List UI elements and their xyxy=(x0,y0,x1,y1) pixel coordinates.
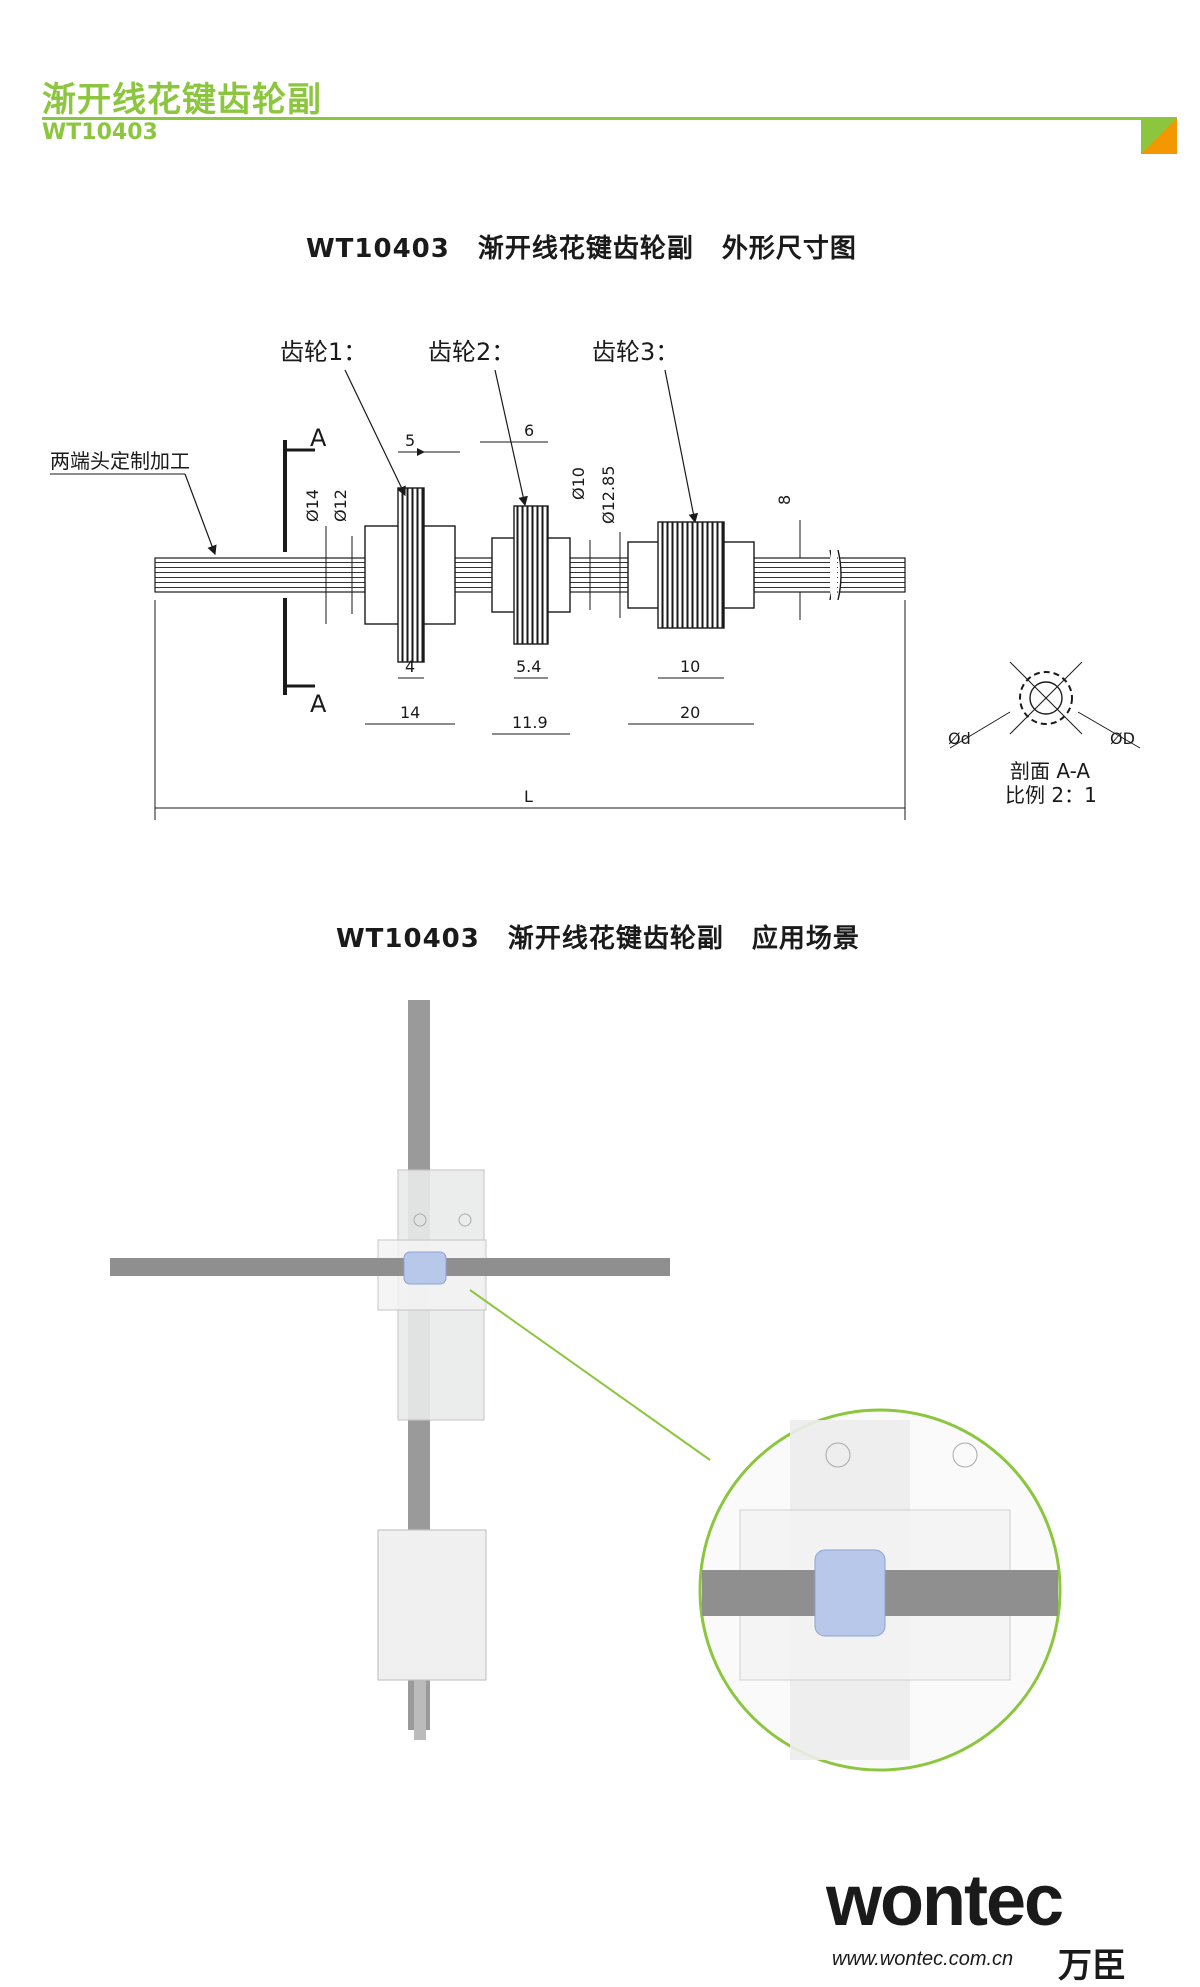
dim-width-54: 5.4 xyxy=(516,657,541,676)
dim-dia-12: Ø12 xyxy=(331,489,350,522)
dim-width-119: 11.9 xyxy=(512,713,548,732)
application-title-suffix: 应用场景 xyxy=(751,924,860,954)
brand-logo: wontec xyxy=(826,1861,1064,1941)
gear2-teeth xyxy=(513,505,549,645)
section-mark-bottom: A xyxy=(310,690,327,718)
header-corner-triangle xyxy=(1141,118,1177,154)
shaft-tip xyxy=(414,1680,426,1740)
dim-width-20: 20 xyxy=(680,703,700,722)
application-illustration xyxy=(110,1000,1062,1772)
section-mark-top: A xyxy=(310,424,327,452)
dim-dia-1285: Ø12.85 xyxy=(599,466,618,524)
gear-blue xyxy=(403,1251,447,1285)
drawing-title-suffix: 外形尺寸图 xyxy=(721,234,857,264)
page-title: 渐开线花键齿轮副 xyxy=(42,80,322,120)
section-label-bigd: ØD xyxy=(1110,729,1135,748)
section-label-d: Ød xyxy=(948,729,971,748)
page-code: WT10403 xyxy=(42,120,158,145)
dim-width-5: 5 xyxy=(405,431,415,450)
dim-length-l: L xyxy=(524,787,533,806)
dim-width-10: 10 xyxy=(680,657,700,676)
dim-width-6: 6 xyxy=(524,421,534,440)
motor-block xyxy=(377,1529,487,1681)
dim-dia-14: Ø14 xyxy=(303,489,322,522)
spline-shaft-illustration xyxy=(110,1258,670,1276)
brand-cn-name: 万臣 xyxy=(1058,1946,1126,1986)
gear1-teeth xyxy=(397,487,425,663)
section-name: 剖面 A-A xyxy=(1010,759,1090,783)
section-view-aa: Ød ØD 剖面 A-A 比例 2：1 xyxy=(948,661,1141,807)
gear3-teeth xyxy=(657,521,725,629)
drawing-title-code: WT10403 xyxy=(306,234,450,264)
drawing-title: WT10403 渐开线花键齿轮副外形尺寸图 xyxy=(306,228,885,265)
dim-dia-10: Ø10 xyxy=(569,467,588,500)
application-title: WT10403 渐开线花键齿轮副应用场景 xyxy=(336,918,888,955)
gear3-label: 齿轮3： xyxy=(592,338,679,366)
application-title-name: 渐开线花键齿轮副 xyxy=(507,924,724,954)
dim-width-4: 4 xyxy=(405,657,415,676)
magnified-view xyxy=(698,1408,1062,1772)
gear1-label: 齿轮1： xyxy=(280,338,367,366)
section-cut-a: A A xyxy=(283,424,327,718)
callout-line xyxy=(469,1289,711,1461)
drawing-title-name: 渐开线花键齿轮副 xyxy=(477,234,694,264)
end-customization-note: 两端头定制加工 xyxy=(50,449,190,473)
gear2-label: 齿轮2： xyxy=(428,338,515,366)
dimension-drawing: A A 齿轮1： 齿轮2： 齿轮3： 两端头定制加工 5 6 8 Ø14 Ø12… xyxy=(50,338,1141,820)
dim-width-8: 8 xyxy=(775,495,794,505)
dim-width-14: 14 xyxy=(400,703,420,722)
section-scale: 比例 2：1 xyxy=(1005,783,1097,807)
application-title-code: WT10403 xyxy=(336,924,480,954)
brand-url: www.wontec.com.cn xyxy=(832,1948,1014,1970)
header-divider xyxy=(42,117,1177,120)
